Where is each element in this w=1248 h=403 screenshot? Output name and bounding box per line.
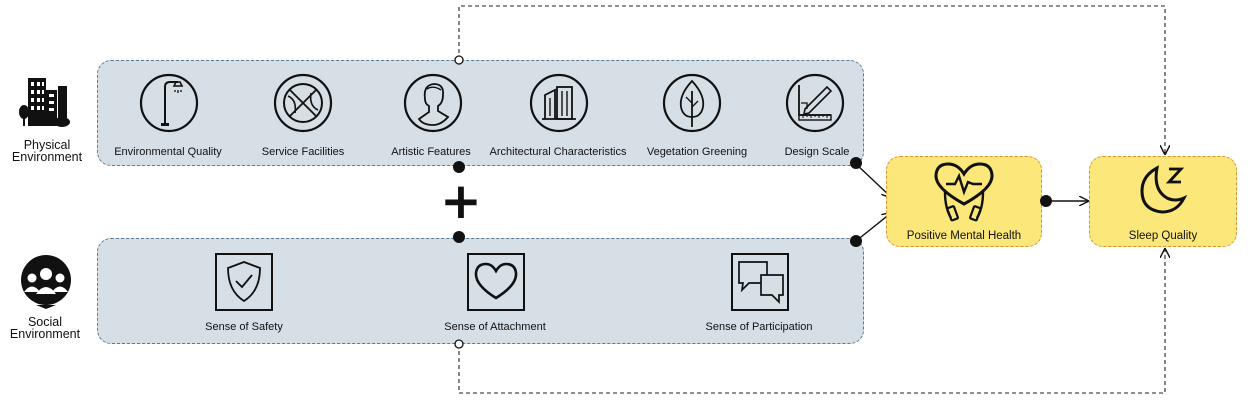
tree-leaf-icon bbox=[662, 73, 722, 133]
chat-bubbles-icon bbox=[731, 253, 789, 311]
factor-label-sense-of-attachment: Sense of Attachment bbox=[444, 321, 546, 333]
city-buildings-icon bbox=[19, 78, 70, 127]
sleep-quality-label: Sleep Quality bbox=[1128, 230, 1198, 242]
shield-check-icon bbox=[215, 253, 273, 311]
factor-label-design-scale: Design Scale bbox=[784, 146, 850, 158]
social-environment-label: Social Environment bbox=[9, 315, 81, 341]
factor-label-environmental-quality: Environmental Quality bbox=[114, 146, 222, 158]
social-to-mental-arrow bbox=[855, 213, 891, 242]
design-ruler-icon bbox=[785, 73, 845, 133]
social-to-sleep-dashed-path bbox=[458, 249, 1165, 394]
physical-to-sleep-dashed-path bbox=[458, 5, 1165, 154]
plus-operator: + bbox=[440, 172, 482, 230]
physical-environment-panel bbox=[97, 60, 864, 166]
factor-label-service-facilities: Service Facilities bbox=[261, 146, 345, 158]
physical-to-mental-arrow bbox=[855, 163, 891, 197]
factor-label-sense-of-safety: Sense of Safety bbox=[205, 321, 283, 333]
sculpture-bust-icon bbox=[403, 73, 463, 133]
people-group-icon bbox=[21, 255, 71, 309]
positive-mental-health-label: Positive Mental Health bbox=[906, 230, 1022, 242]
building-icon bbox=[529, 73, 589, 133]
factor-label-vegetation-greening: Vegetation Greening bbox=[646, 146, 748, 158]
moon-sleep-icon bbox=[1140, 165, 1188, 214]
sleep-quality-box bbox=[1089, 156, 1237, 247]
street-lamp-icon bbox=[139, 73, 199, 133]
factor-label-sense-of-participation: Sense of Participation bbox=[705, 321, 813, 333]
basketball-icon bbox=[273, 73, 333, 133]
factor-label-architectural-characteristics: Architectural Characteristics bbox=[489, 146, 627, 158]
factor-label-artistic-features: Artistic Features bbox=[391, 146, 471, 158]
heart-mind-icon bbox=[934, 162, 994, 222]
social-environment-panel bbox=[97, 238, 864, 344]
physical-environment-label: Physical Environment bbox=[11, 138, 83, 164]
positive-mental-health-box bbox=[886, 156, 1042, 247]
heart-icon bbox=[467, 253, 525, 311]
